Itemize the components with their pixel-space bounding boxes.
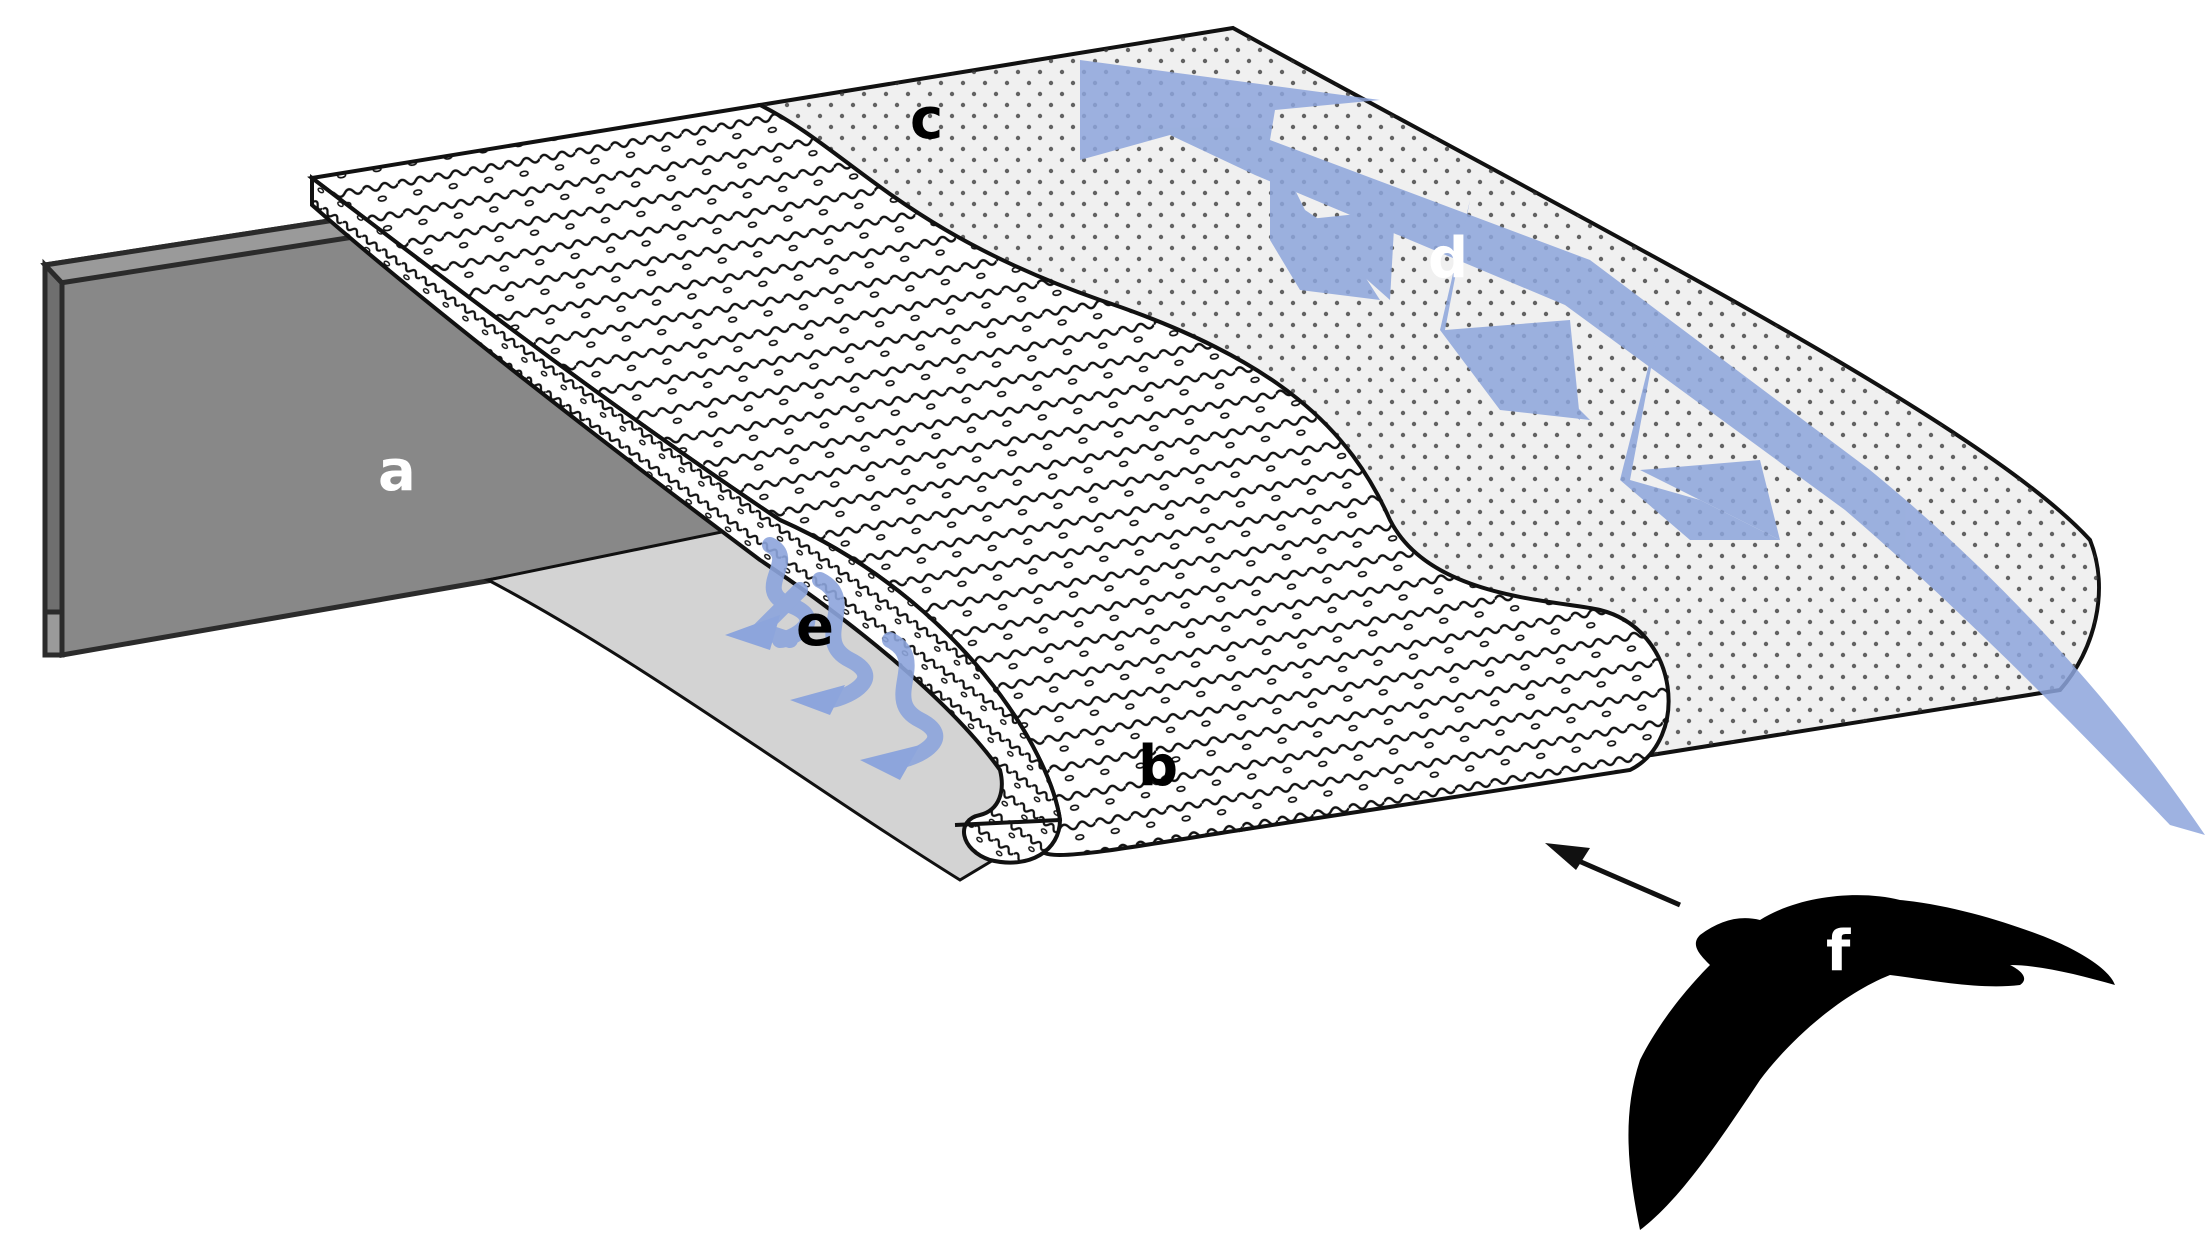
flow-arrows-upper xyxy=(1080,60,2205,835)
label-b: b xyxy=(1138,734,1178,799)
label-d: d xyxy=(1428,226,1468,291)
motion-arrow-icon xyxy=(1545,843,1681,908)
label-e: e xyxy=(796,594,834,659)
leading-edge-roll xyxy=(310,173,1063,865)
label-a: a xyxy=(378,439,416,504)
spar-beam xyxy=(40,215,787,658)
label-c: c xyxy=(910,87,943,152)
bird-silhouette-icon xyxy=(1628,895,2115,1230)
label-f: f xyxy=(1826,919,1851,984)
flow-arrow-heads-lower xyxy=(725,615,920,780)
